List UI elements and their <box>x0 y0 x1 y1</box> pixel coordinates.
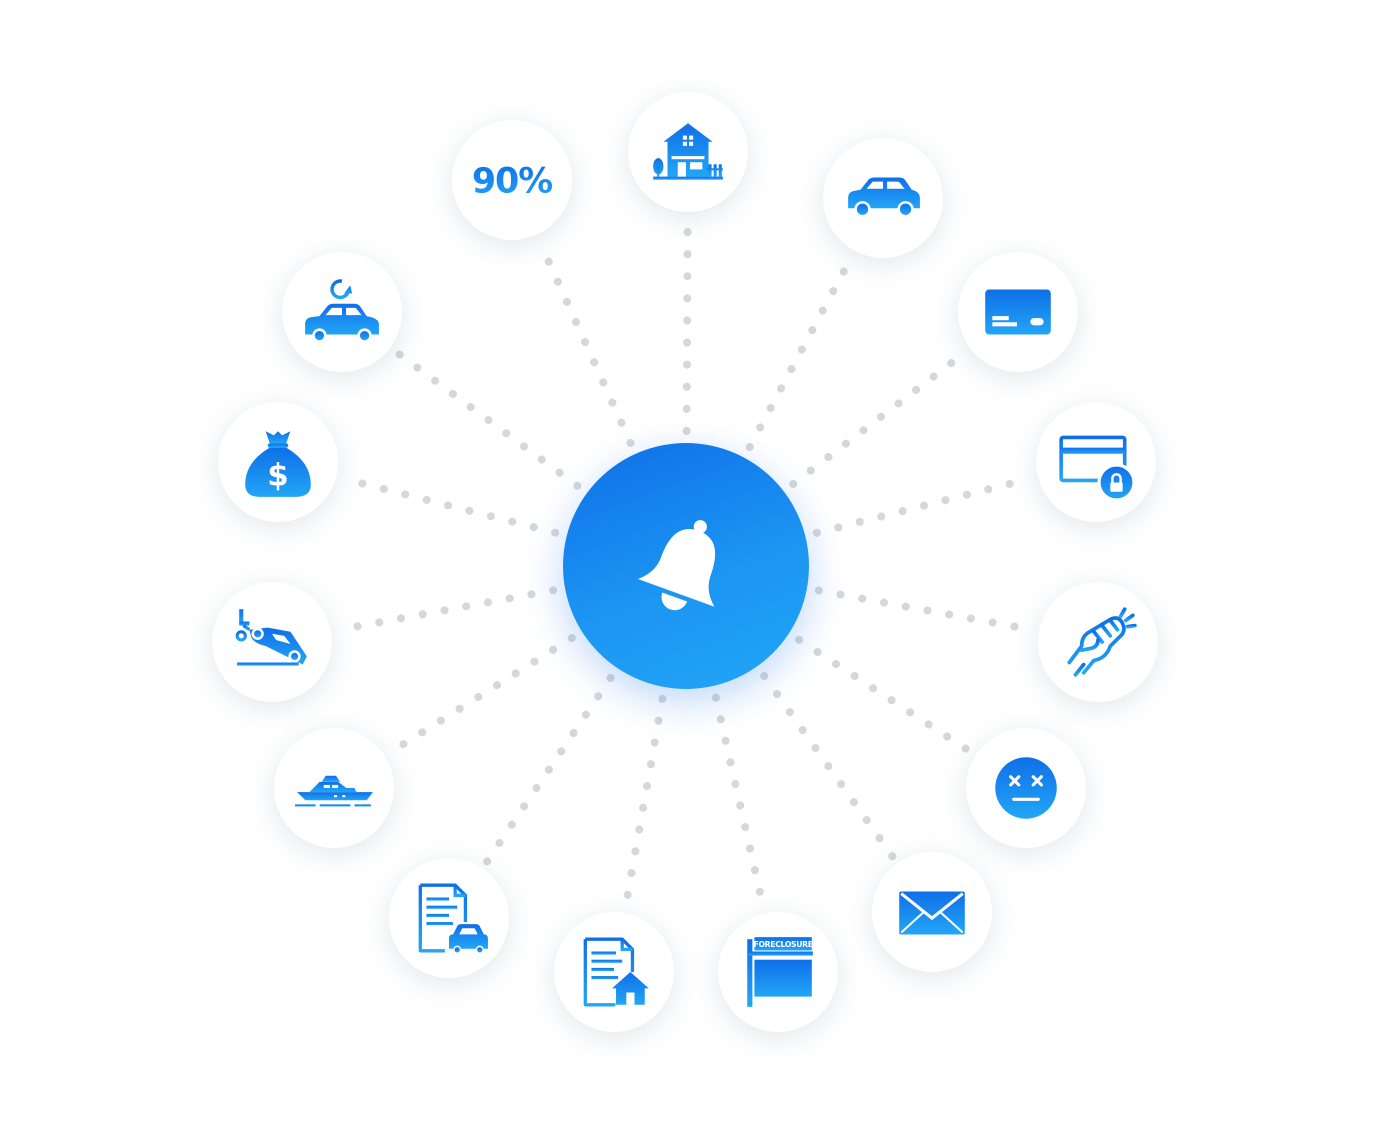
node-locked-card[interactable] <box>1036 402 1156 522</box>
node-money-bag[interactable]: $ <box>218 402 338 522</box>
connector-11 <box>334 586 558 634</box>
dead-face-icon <box>995 757 1057 819</box>
car-refinance-icon <box>305 279 379 343</box>
connector-9 <box>482 673 615 866</box>
connector-0 <box>682 215 692 436</box>
center-hub[interactable] <box>563 443 809 689</box>
node-house[interactable] <box>628 92 748 212</box>
connector-14 <box>535 237 635 447</box>
connector-5 <box>795 635 974 755</box>
node-credit-card[interactable] <box>958 252 1078 372</box>
home-document-icon <box>583 937 649 1007</box>
node-boat[interactable] <box>274 728 394 848</box>
node-foreclosure-sign[interactable]: FORECLOSURE <box>718 912 838 1032</box>
node-car[interactable] <box>823 138 943 258</box>
node-dead-face[interactable] <box>966 728 1086 848</box>
node-car-document[interactable] <box>389 858 509 978</box>
connector-4 <box>814 586 1036 634</box>
money-bag-icon: $ <box>245 431 311 497</box>
envelope-icon <box>899 891 965 935</box>
connector-2 <box>789 349 968 488</box>
locked-card-icon <box>1059 435 1136 502</box>
car-document-icon <box>418 883 488 954</box>
bell-icon <box>637 520 716 611</box>
connector-7 <box>711 693 767 910</box>
connector-8 <box>621 694 667 910</box>
svg-text:$: $ <box>267 458 288 494</box>
connector-3 <box>812 474 1035 537</box>
node-tow-truck[interactable] <box>212 582 332 702</box>
tow-truck-icon <box>235 609 307 666</box>
connector-6 <box>760 672 897 861</box>
node-home-document[interactable] <box>554 912 674 1032</box>
foreclosure-sign-icon: FORECLOSURE <box>747 937 813 1007</box>
connector-12 <box>339 474 560 537</box>
percent-icon: 90% <box>472 161 553 201</box>
clenched-fist-icon <box>1067 607 1137 677</box>
connector-10 <box>387 634 576 756</box>
connector-1 <box>745 253 855 451</box>
boat-icon <box>295 775 373 807</box>
foreclosure-label: FORECLOSURE <box>754 940 813 949</box>
percent-label: 90% <box>472 161 552 201</box>
node-envelope[interactable] <box>872 852 992 972</box>
credit-card-icon <box>985 289 1051 335</box>
node-percent[interactable]: 90% <box>452 120 572 240</box>
node-clenched-fist[interactable] <box>1038 582 1158 702</box>
node-car-refinance[interactable] <box>282 252 402 372</box>
connector-13 <box>392 348 582 490</box>
car-icon <box>848 177 920 218</box>
house-icon <box>653 123 723 180</box>
